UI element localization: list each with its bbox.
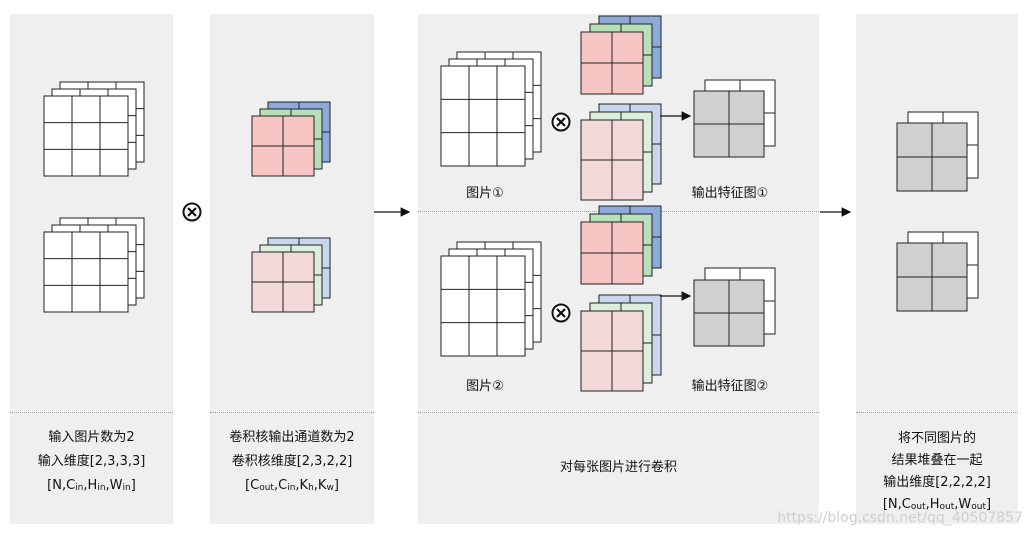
input-caption: 输入图片数为2 输入维度[2,3,3,3] [N,Cin,Hin,Win] <box>10 426 173 500</box>
row1-image-label: 图片① <box>466 186 504 201</box>
row2-output-label: 输出特征图② <box>691 379 769 394</box>
kernel-caption-line1: 卷积核输出通道数为2 <box>229 430 355 445</box>
input-caption-line3: [N,Cin,Hin,Win] <box>47 478 136 493</box>
row1-convolution-icon-stroke-b <box>556 117 566 127</box>
input-image-2-layer-2 <box>43 231 129 313</box>
input-caption-line1: 输入图片数为2 <box>48 430 135 445</box>
output-caption-line1: 将不同图片的 <box>897 431 976 446</box>
kernel-caption-line3: [Cout,Cin,Kh,Kw] <box>245 478 339 493</box>
process-caption: 对每张图片进行卷积 <box>559 460 677 475</box>
kernel-panel-divider <box>210 412 374 413</box>
convolution-operator-icon-stroke-b <box>187 207 197 217</box>
output-caption-line3: 输出维度[2,2,2,2] <box>883 475 991 490</box>
input-panel-divider <box>10 412 173 413</box>
row2-image-label: 图片② <box>466 379 504 394</box>
row2-input-image-layer-2 <box>440 255 526 357</box>
output-caption: 将不同图片的 结果堆叠在一起 输出维度[2,2,2,2] [N,Cout,Hou… <box>856 428 1018 518</box>
output-caption-line2: 结果堆叠在一起 <box>891 453 983 468</box>
kernel-caption-line2: 卷积核维度[2,3,2,2] <box>231 454 353 469</box>
row1-input-image-layer-2 <box>440 65 526 167</box>
row1-output-label: 输出特征图① <box>691 186 769 201</box>
process-panel-divider <box>418 412 819 413</box>
row2-convolution-icon-stroke-b <box>556 308 566 318</box>
kernel-caption: 卷积核输出通道数为2 卷积核维度[2,3,2,2] [Cout,Cin,Kh,K… <box>210 426 374 500</box>
input-image-1-layer-2 <box>43 95 129 177</box>
output-panel-divider <box>856 412 1018 413</box>
output-caption-line4: [N,Cout,Hout,Wout] <box>882 497 992 512</box>
watermark: https://blog.csdn.net/qq_40507857 <box>777 510 1023 526</box>
input-caption-line2: 输入维度[2,3,3,3] <box>37 454 146 469</box>
